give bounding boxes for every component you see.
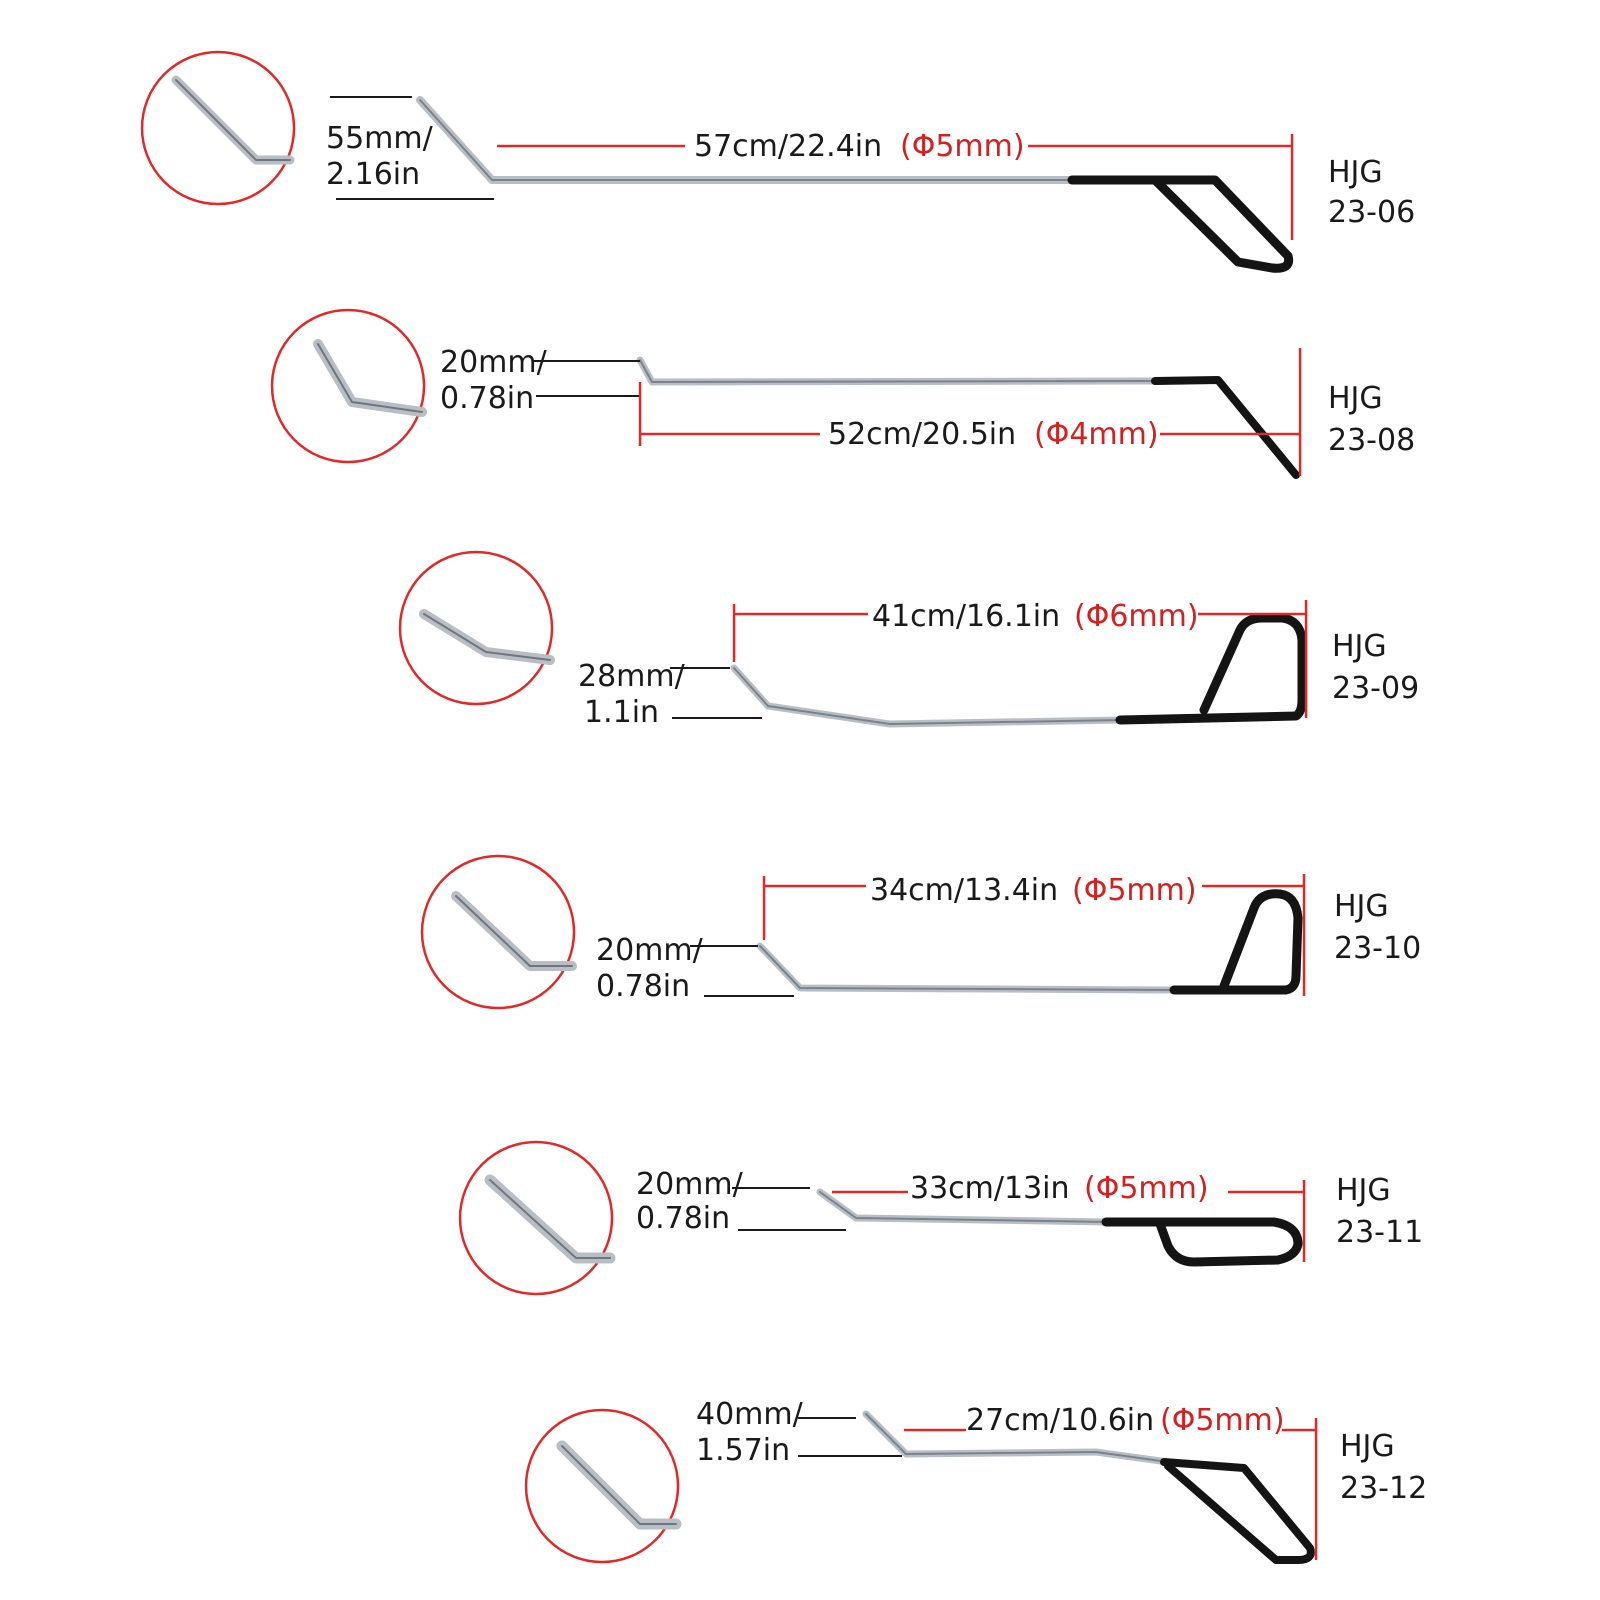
tip-length-imperial-label: 0.78in	[636, 1201, 730, 1236]
dimension-lines	[330, 96, 1294, 240]
diameter-label: (Φ5mm)	[1160, 1403, 1285, 1438]
model-code-line1: HJG	[1332, 629, 1387, 664]
overall-length-label: 57cm/22.4in	[694, 129, 882, 164]
tip-length-imperial-label: 1.1in	[584, 695, 659, 730]
model-code-line2: 23-09	[1332, 671, 1419, 706]
dimension-lines	[532, 348, 1302, 476]
handle-grip	[1160, 1458, 1315, 1564]
model-code-line2: 23-08	[1328, 423, 1415, 458]
tip-length-label: 28mm/	[578, 659, 686, 694]
tool-hjg-23-11: 20mm/ 0.78in 33cm/13in (Φ5mm) HJG 23-11	[458, 1140, 1423, 1296]
diameter-label: (Φ5mm)	[1072, 873, 1197, 908]
tip-length-imperial-label: 0.78in	[440, 381, 534, 416]
tool-hjg-23-08: 20mm/ 0.78in 52cm/20.5in (Φ4mm) HJG 23-0…	[270, 308, 1415, 479]
diameter-label: (Φ4mm)	[1034, 417, 1159, 452]
model-code-line2: 23-11	[1336, 1215, 1423, 1250]
overall-length-label: 52cm/20.5in	[828, 417, 1016, 452]
diameter-label: (Φ5mm)	[1084, 1171, 1209, 1206]
model-code-line2: 23-06	[1328, 195, 1415, 230]
tip-length-imperial-label: 2.16in	[326, 157, 420, 192]
dimension-lines	[670, 600, 1308, 719]
bent-tip-detail-icon	[398, 550, 555, 706]
tip-length-imperial-label: 0.78in	[596, 969, 690, 1004]
model-code-line1: HJG	[1334, 889, 1389, 924]
handle-grip	[1067, 175, 1294, 273]
bent-tip-detail-icon	[140, 50, 296, 206]
handle-grip	[1151, 376, 1300, 479]
tip-length-label: 20mm/	[440, 345, 548, 380]
tool-hjg-23-10: 20mm/ 0.78in 34cm/13.4in (Φ5mm) HJG 23-1…	[420, 854, 1421, 1010]
dimension-lines	[732, 1180, 1306, 1262]
handle-grip	[1115, 613, 1307, 725]
rod	[730, 664, 1126, 728]
overall-length-label: 27cm/10.6in	[966, 1403, 1154, 1438]
tip-length-label: 55mm/	[326, 121, 434, 156]
model-code-line2: 23-10	[1334, 931, 1421, 966]
bent-tip-detail-icon	[458, 1140, 616, 1296]
handle-grip	[1101, 1217, 1303, 1267]
rod	[416, 96, 1079, 184]
dimension-lines	[798, 1417, 1318, 1560]
bent-tip-detail-icon	[524, 1408, 682, 1564]
diameter-label: (Φ6mm)	[1074, 599, 1199, 634]
dimension-lines	[690, 874, 1306, 997]
tip-length-imperial-label: 1.57in	[696, 1433, 790, 1468]
tool-hjg-23-12: 40mm/ 1.57in 27cm/10.6in (Φ5mm) HJG 23-1…	[524, 1397, 1427, 1564]
overall-length-label: 33cm/13in	[910, 1171, 1070, 1206]
handle-grip	[1169, 889, 1303, 995]
overall-length-label: 34cm/13.4in	[870, 873, 1058, 908]
rod	[816, 1188, 1112, 1226]
tip-length-label: 20mm/	[636, 1167, 744, 1202]
model-code-line1: HJG	[1336, 1173, 1391, 1208]
rod	[636, 356, 1162, 386]
bent-tip-detail-icon	[270, 308, 427, 464]
tip-length-label: 40mm/	[696, 1397, 804, 1432]
model-code-line2: 23-12	[1340, 1471, 1427, 1506]
rod	[862, 1410, 1172, 1466]
tool-hjg-23-06: 55mm/ 2.16in 57cm/22.4in (Φ5mm) HJG 23-0…	[140, 50, 1415, 273]
tool-hjg-23-09: 28mm/ 1.1in 41cm/16.1in (Φ6mm) HJG 23-09	[398, 550, 1419, 730]
model-code-line1: HJG	[1328, 381, 1383, 416]
diameter-label: (Φ5mm)	[900, 129, 1025, 164]
model-code-line1: HJG	[1328, 155, 1383, 190]
overall-length-label: 41cm/16.1in	[872, 599, 1060, 634]
model-code-line1: HJG	[1340, 1429, 1395, 1464]
rod	[756, 942, 1180, 994]
bent-tip-detail-icon	[420, 854, 577, 1010]
tip-length-label: 20mm/	[596, 933, 704, 968]
